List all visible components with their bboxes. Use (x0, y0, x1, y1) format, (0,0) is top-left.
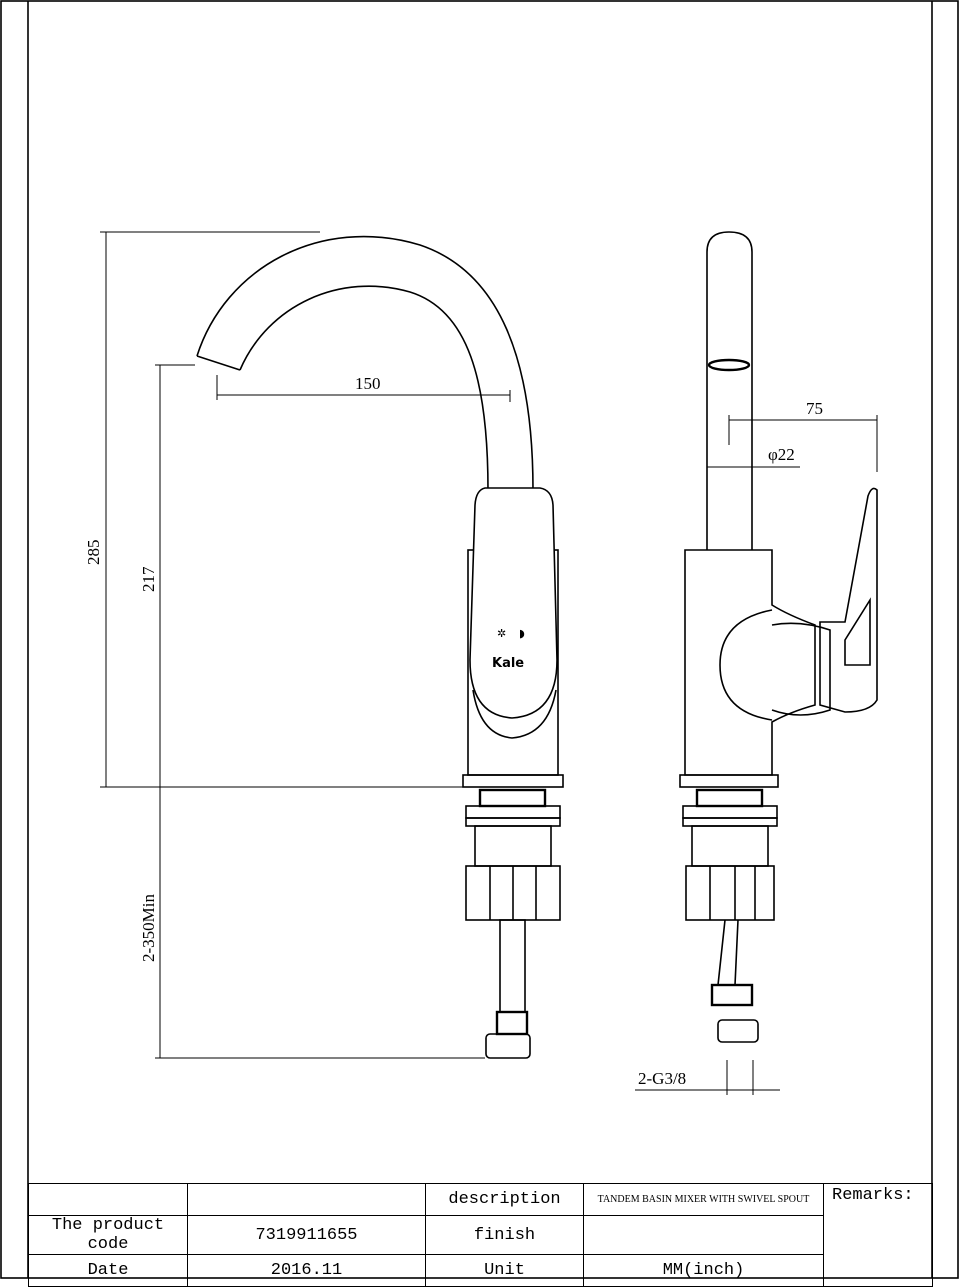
dim-handle-offset: 75 (806, 399, 823, 418)
cold-symbol-icon: ✲ (497, 627, 506, 640)
dim-spout-diameter: φ22 (768, 445, 795, 464)
description-value: TANDEM BASIN MIXER WITH SWIVEL SPOUT (583, 1183, 824, 1216)
finish-value (583, 1215, 824, 1255)
product-code-value: 7319911655 (187, 1215, 426, 1255)
unit-value: MM(inch) (583, 1254, 824, 1287)
empty-cell (28, 1183, 188, 1216)
hot-symbol-icon: ◗ (519, 627, 525, 640)
dim-spout-reach: 150 (355, 374, 381, 393)
date-label: Date (28, 1254, 188, 1287)
date-value: 2016.11 (187, 1254, 426, 1287)
empty-cell (187, 1183, 426, 1216)
unit-label: Unit (425, 1254, 584, 1287)
remarks-label: Remarks: (823, 1183, 933, 1287)
dim-total-height: 285 (84, 540, 103, 566)
dim-spout-height: 217 (139, 566, 158, 592)
product-code-label: The product code (28, 1215, 188, 1255)
description-label: description (425, 1183, 584, 1216)
title-block: description TANDEM BASIN MIXER WITH SWIV… (28, 1183, 933, 1287)
kale-logo: Kale (492, 656, 524, 671)
side-view (679, 231, 878, 1043)
front-view: ✲ ◗ Kale (196, 235, 564, 1059)
dim-connection: 2-G3/8 (638, 1069, 686, 1088)
finish-label: finish (425, 1215, 584, 1255)
dimension-lines (100, 231, 878, 1095)
dim-hose-length: 2-350Min (139, 894, 158, 963)
